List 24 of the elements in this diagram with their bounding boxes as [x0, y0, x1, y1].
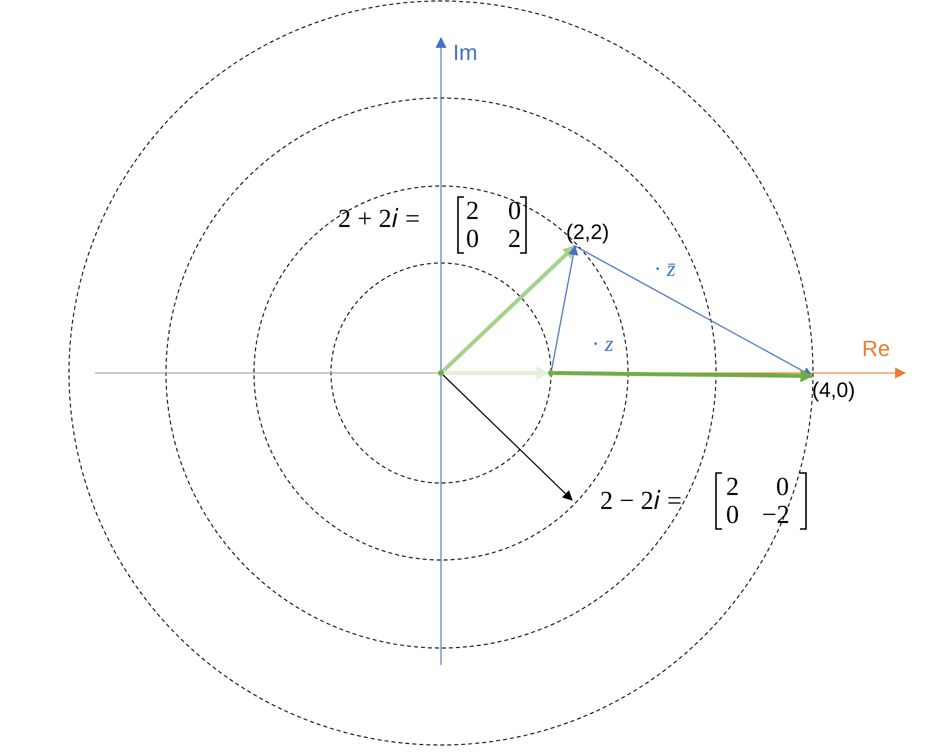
matrix-entry: 2: [466, 198, 479, 224]
point-dot: [548, 370, 554, 376]
point-coordinate-label: (4,0): [812, 376, 868, 406]
matrix-entry: 0: [776, 474, 789, 500]
arrow: [554, 369, 814, 382]
arrow: [574, 245, 813, 377]
axis-label: Re: [862, 338, 890, 360]
matrix-entry: 0: [508, 198, 521, 224]
point-coordinate-label: (2,2): [566, 220, 616, 246]
arrow: [442, 244, 576, 372]
arrow: [550, 245, 578, 370]
matrix-entry: −2: [762, 502, 790, 528]
edge-label: · z: [592, 333, 614, 355]
arrow: [442, 374, 573, 501]
matrix-entry: 2: [726, 474, 739, 500]
matrix-entry: 0: [466, 226, 479, 252]
matrix-entry: 0: [726, 502, 739, 528]
arrow: [444, 366, 550, 380]
matrix-entry: 2: [508, 226, 521, 252]
edge-label: · z̄: [654, 258, 676, 280]
equation-text: 2 + 2𝑖 =: [338, 206, 420, 232]
equation-text: 2 − 2𝑖 =: [600, 488, 682, 514]
point-dot: [438, 370, 444, 376]
axis-label: Im: [453, 42, 478, 64]
